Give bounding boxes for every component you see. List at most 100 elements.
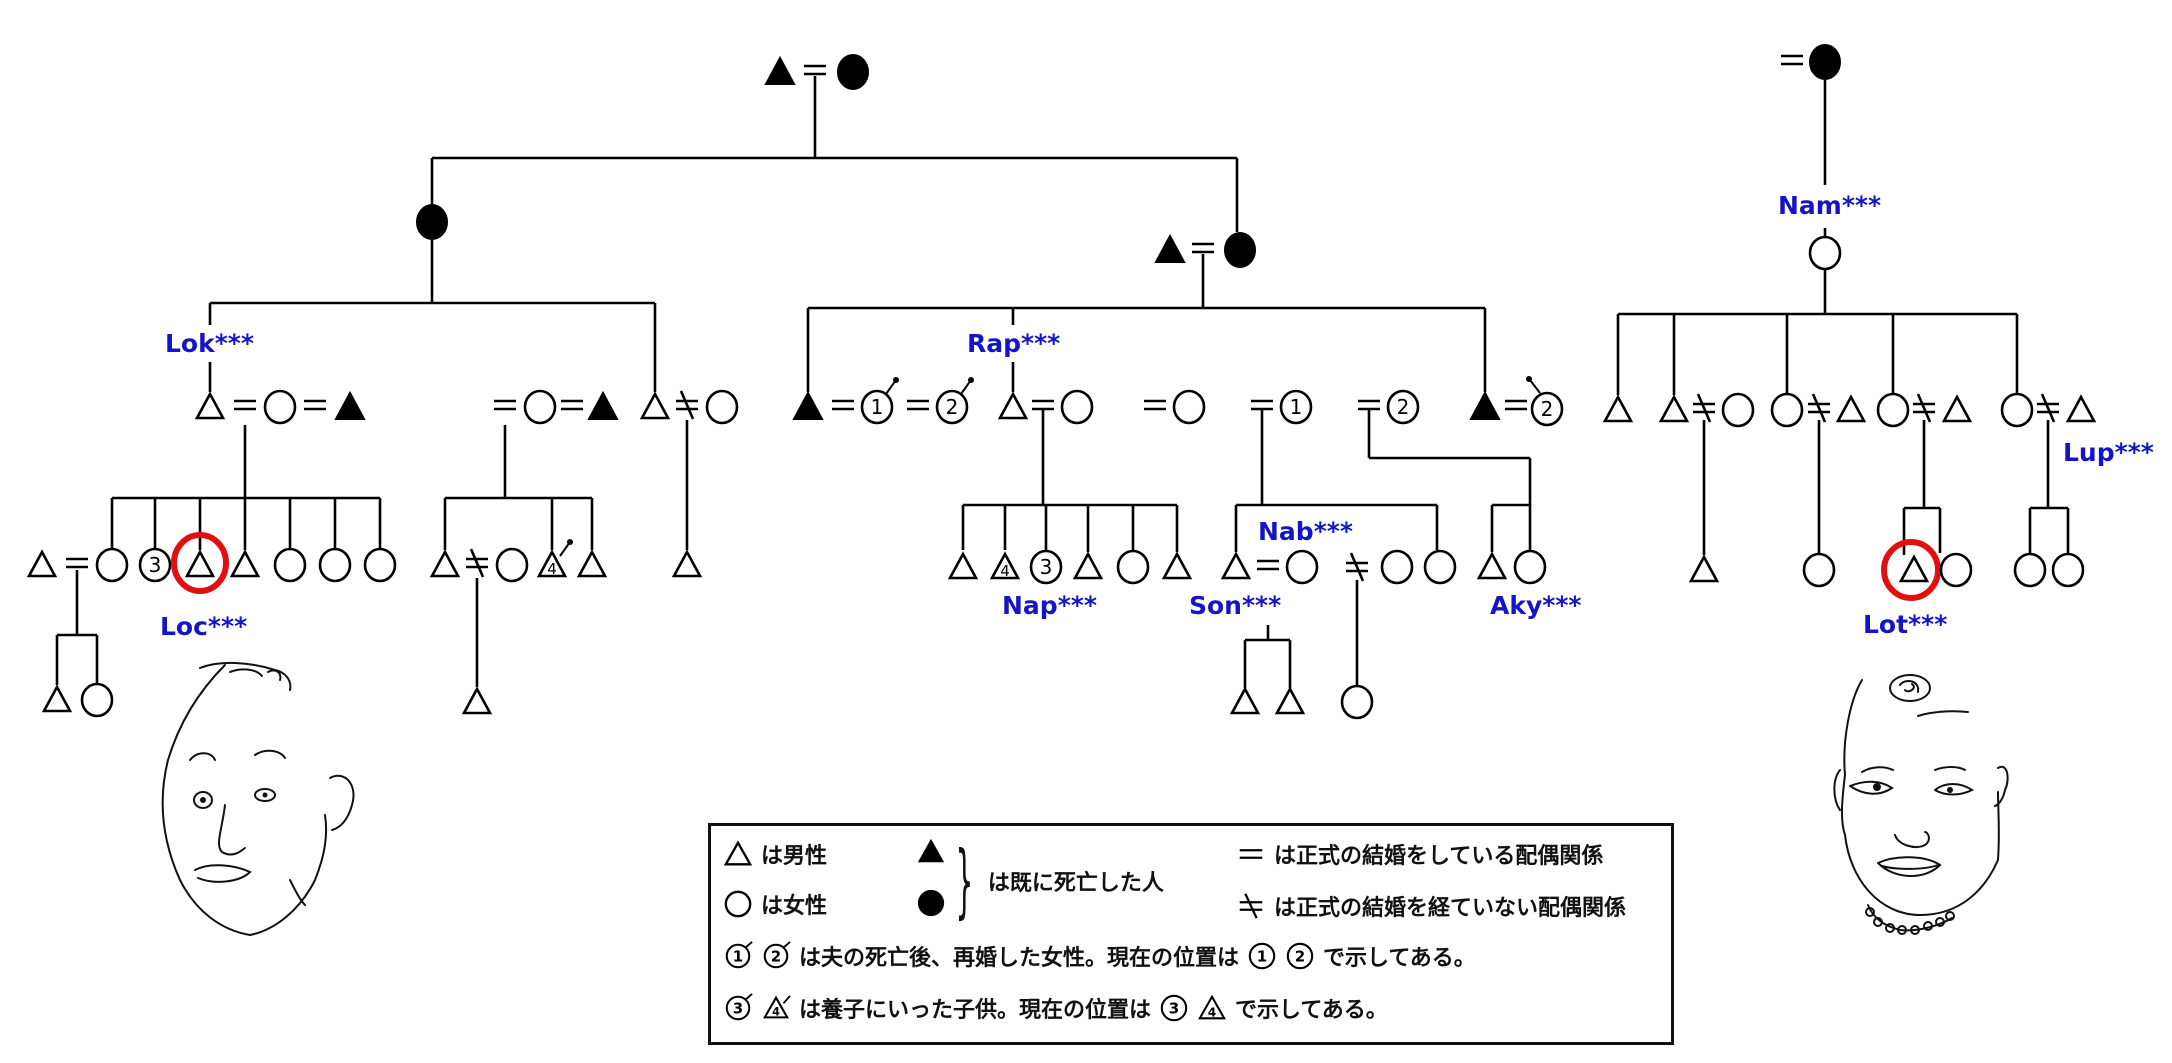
marriage-symbol: [1356, 399, 1382, 411]
female-symbol: [95, 547, 129, 583]
deceased-couple-right: [1155, 232, 1256, 268]
founding-couple: [765, 54, 869, 90]
crossed-double-line-icon: [1239, 893, 1263, 919]
informal-union-symbol: [2035, 392, 2061, 424]
marker-number: 3: [149, 553, 162, 577]
informal-union-symbol: [1691, 392, 1717, 424]
legend-male: は男性: [723, 838, 827, 870]
male-symbol: [1942, 395, 1972, 423]
marker-number: 2: [946, 395, 959, 419]
marriage-symbol: [1249, 399, 1275, 411]
female-symbol: [1285, 549, 1319, 585]
male-symbol: [185, 550, 215, 578]
male-symbol: [1230, 687, 1260, 715]
informal-union-symbol: [1911, 392, 1937, 424]
highlight-circle: [1881, 539, 1941, 601]
numbered-triangle-arrow-icon: 4: [762, 995, 791, 1019]
male-symbol: [2066, 395, 2096, 423]
female-symbol: [1770, 392, 1804, 428]
marriage-symbol: [64, 557, 90, 569]
svg-text:3: 3: [1169, 1000, 1179, 1018]
male-symbol: [42, 685, 72, 713]
informal-union-symbol: [674, 389, 700, 421]
filled-triangle-icon: [917, 838, 945, 863]
portrait-sketch-elder: [161, 661, 355, 936]
male-symbol: [1275, 687, 1305, 715]
legend-text: は女性: [761, 894, 828, 919]
name-label-aky: Aky***: [1490, 591, 1582, 620]
legend-text: は男性: [761, 844, 828, 869]
deceased-male-symbol: [765, 57, 795, 85]
numbered-triangle-icon: 4: [1198, 994, 1226, 1019]
female-symbol: [1060, 389, 1094, 425]
marriage-symbol: [1255, 559, 1281, 571]
female-symbol: [1380, 549, 1414, 585]
legend-text: で示してある。: [1235, 998, 1388, 1023]
double-line-icon: [1239, 849, 1263, 859]
female-symbol: [1721, 392, 1755, 428]
male-symbol: [1221, 552, 1251, 580]
female-symbol: [1802, 552, 1836, 588]
female-symbol: [1423, 549, 1457, 585]
name-label-lok: Lok***: [165, 329, 254, 358]
marriage-symbol: [232, 399, 258, 411]
marriage-symbol: [1142, 399, 1168, 411]
name-label-loc: Loc***: [160, 612, 247, 641]
marriage-symbol: [492, 399, 518, 411]
svg-text:4: 4: [1208, 1005, 1216, 1019]
marker-number: 1: [1290, 395, 1303, 419]
deceased-female-symbol: [416, 204, 448, 240]
marriage-symbol: [830, 399, 856, 411]
name-label-lot: Lot***: [1863, 610, 1947, 639]
marker-number: 1: [871, 395, 884, 419]
name-label-lup: Lup***: [2063, 438, 2154, 467]
deceased-female-symbol: [837, 54, 869, 90]
numbered-circle-arrow-icon: 2: [763, 941, 791, 969]
name-label-nab: Nab***: [1258, 517, 1353, 546]
female-symbol: [2000, 392, 2034, 428]
marriage-symbol: [1030, 399, 1056, 411]
legend-deceased: } は既に死亡した人: [951, 836, 1164, 926]
portrait-sketch-child: [1833, 674, 2009, 935]
legend-deceased-circle: [916, 888, 946, 918]
male-symbol: [1689, 555, 1719, 583]
brace-icon: }: [955, 834, 974, 927]
female-symbol: [1172, 389, 1206, 425]
legend-formal-marriage: は正式の結婚をしている配偶関係: [1236, 838, 1603, 870]
legend-adopted: 3 4 は養子にいった子供。現在の位置は 3 4 で示してある。: [723, 992, 1388, 1024]
marriage-symbol: [302, 399, 328, 411]
marker-number: 4: [547, 560, 557, 578]
marriage-symbol: [905, 399, 931, 411]
moved-arrow-icon: [885, 376, 900, 395]
deceased-male-symbol: [793, 392, 823, 420]
highlight-circle: [171, 532, 229, 594]
numbered-circle-arrow-icon: 3: [725, 993, 753, 1021]
name-label-son: Son***: [1189, 591, 1281, 620]
male-symbol: [1162, 552, 1192, 580]
female-symbol: [1808, 235, 1842, 271]
name-label-nam: Nam***: [1778, 191, 1881, 220]
legend-remarried: 1 2 は夫の死亡後、再婚した女性。現在の位置は 1 2 で示してある。: [723, 940, 1476, 972]
legend-female: は女性: [723, 888, 827, 920]
marker-number: 2: [1397, 395, 1410, 419]
male-symbol: [640, 392, 670, 420]
legend-text: は正式の結婚をしている配偶関係: [1274, 844, 1604, 869]
legend-deceased-triangle: [916, 836, 946, 866]
moved-arrow-icon: [960, 376, 975, 395]
male-symbol: [1659, 395, 1689, 423]
filled-circle-icon: [917, 889, 945, 917]
male-symbol: [1603, 395, 1633, 423]
svg-text:2: 2: [1295, 948, 1305, 966]
female-symbol: [273, 547, 307, 583]
marriage-symbol: [559, 399, 585, 411]
female-symbol: [495, 547, 529, 583]
numbered-circle-arrow-icon: 1: [725, 941, 753, 969]
male-symbol: [1899, 555, 1929, 583]
informal-union-symbol: [464, 547, 490, 579]
informal-union-symbol: [1344, 551, 1370, 583]
deceased-female-symbol: [1224, 232, 1256, 268]
female-symbol: [1876, 392, 1910, 428]
marriage-symbol: [1779, 54, 1805, 66]
male-symbol: [430, 550, 460, 578]
